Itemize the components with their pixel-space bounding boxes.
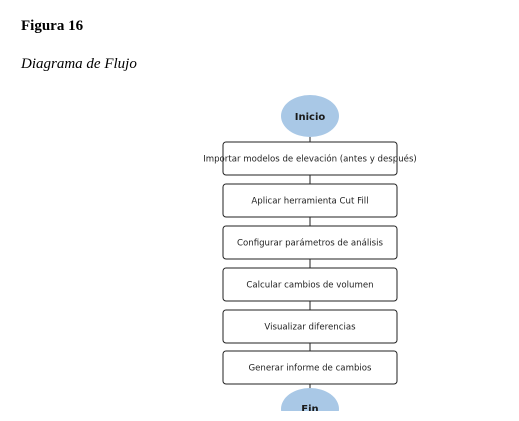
end-node: Fin	[281, 388, 339, 415]
step-label: Aplicar herramienta Cut Fill	[251, 197, 368, 207]
step-box	[222, 267, 398, 302]
process-step: Importar modelos de elevación (antes y d…	[203, 141, 417, 176]
end-label: Fin	[301, 404, 318, 415]
start-ellipse	[281, 95, 339, 137]
figure-number: Figura 16	[21, 18, 84, 34]
step-label: Generar informe de cambios	[248, 364, 372, 374]
process-step: Configurar parámetros de análisis	[222, 225, 398, 260]
process-step: Calcular cambios de volumen	[222, 267, 398, 302]
step-label: Visualizar diferencias	[264, 323, 356, 333]
start-node: Inicio	[281, 95, 339, 137]
figure-title: Diagrama de Flujo	[21, 56, 137, 72]
process-step: Visualizar diferencias	[222, 309, 398, 344]
step-label: Configurar parámetros de análisis	[237, 239, 384, 249]
end-ellipse	[281, 388, 339, 411]
step-box	[222, 141, 398, 176]
process-step: Aplicar herramienta Cut Fill	[222, 183, 398, 218]
start-label: Inicio	[295, 112, 326, 123]
step-label: Calcular cambios de volumen	[246, 281, 373, 291]
step-box	[222, 350, 398, 385]
step-box	[222, 183, 398, 218]
step-box	[222, 309, 398, 344]
process-step: Generar informe de cambios	[222, 350, 398, 385]
step-box	[222, 225, 398, 260]
step-label: Importar modelos de elevación (antes y d…	[203, 154, 417, 165]
